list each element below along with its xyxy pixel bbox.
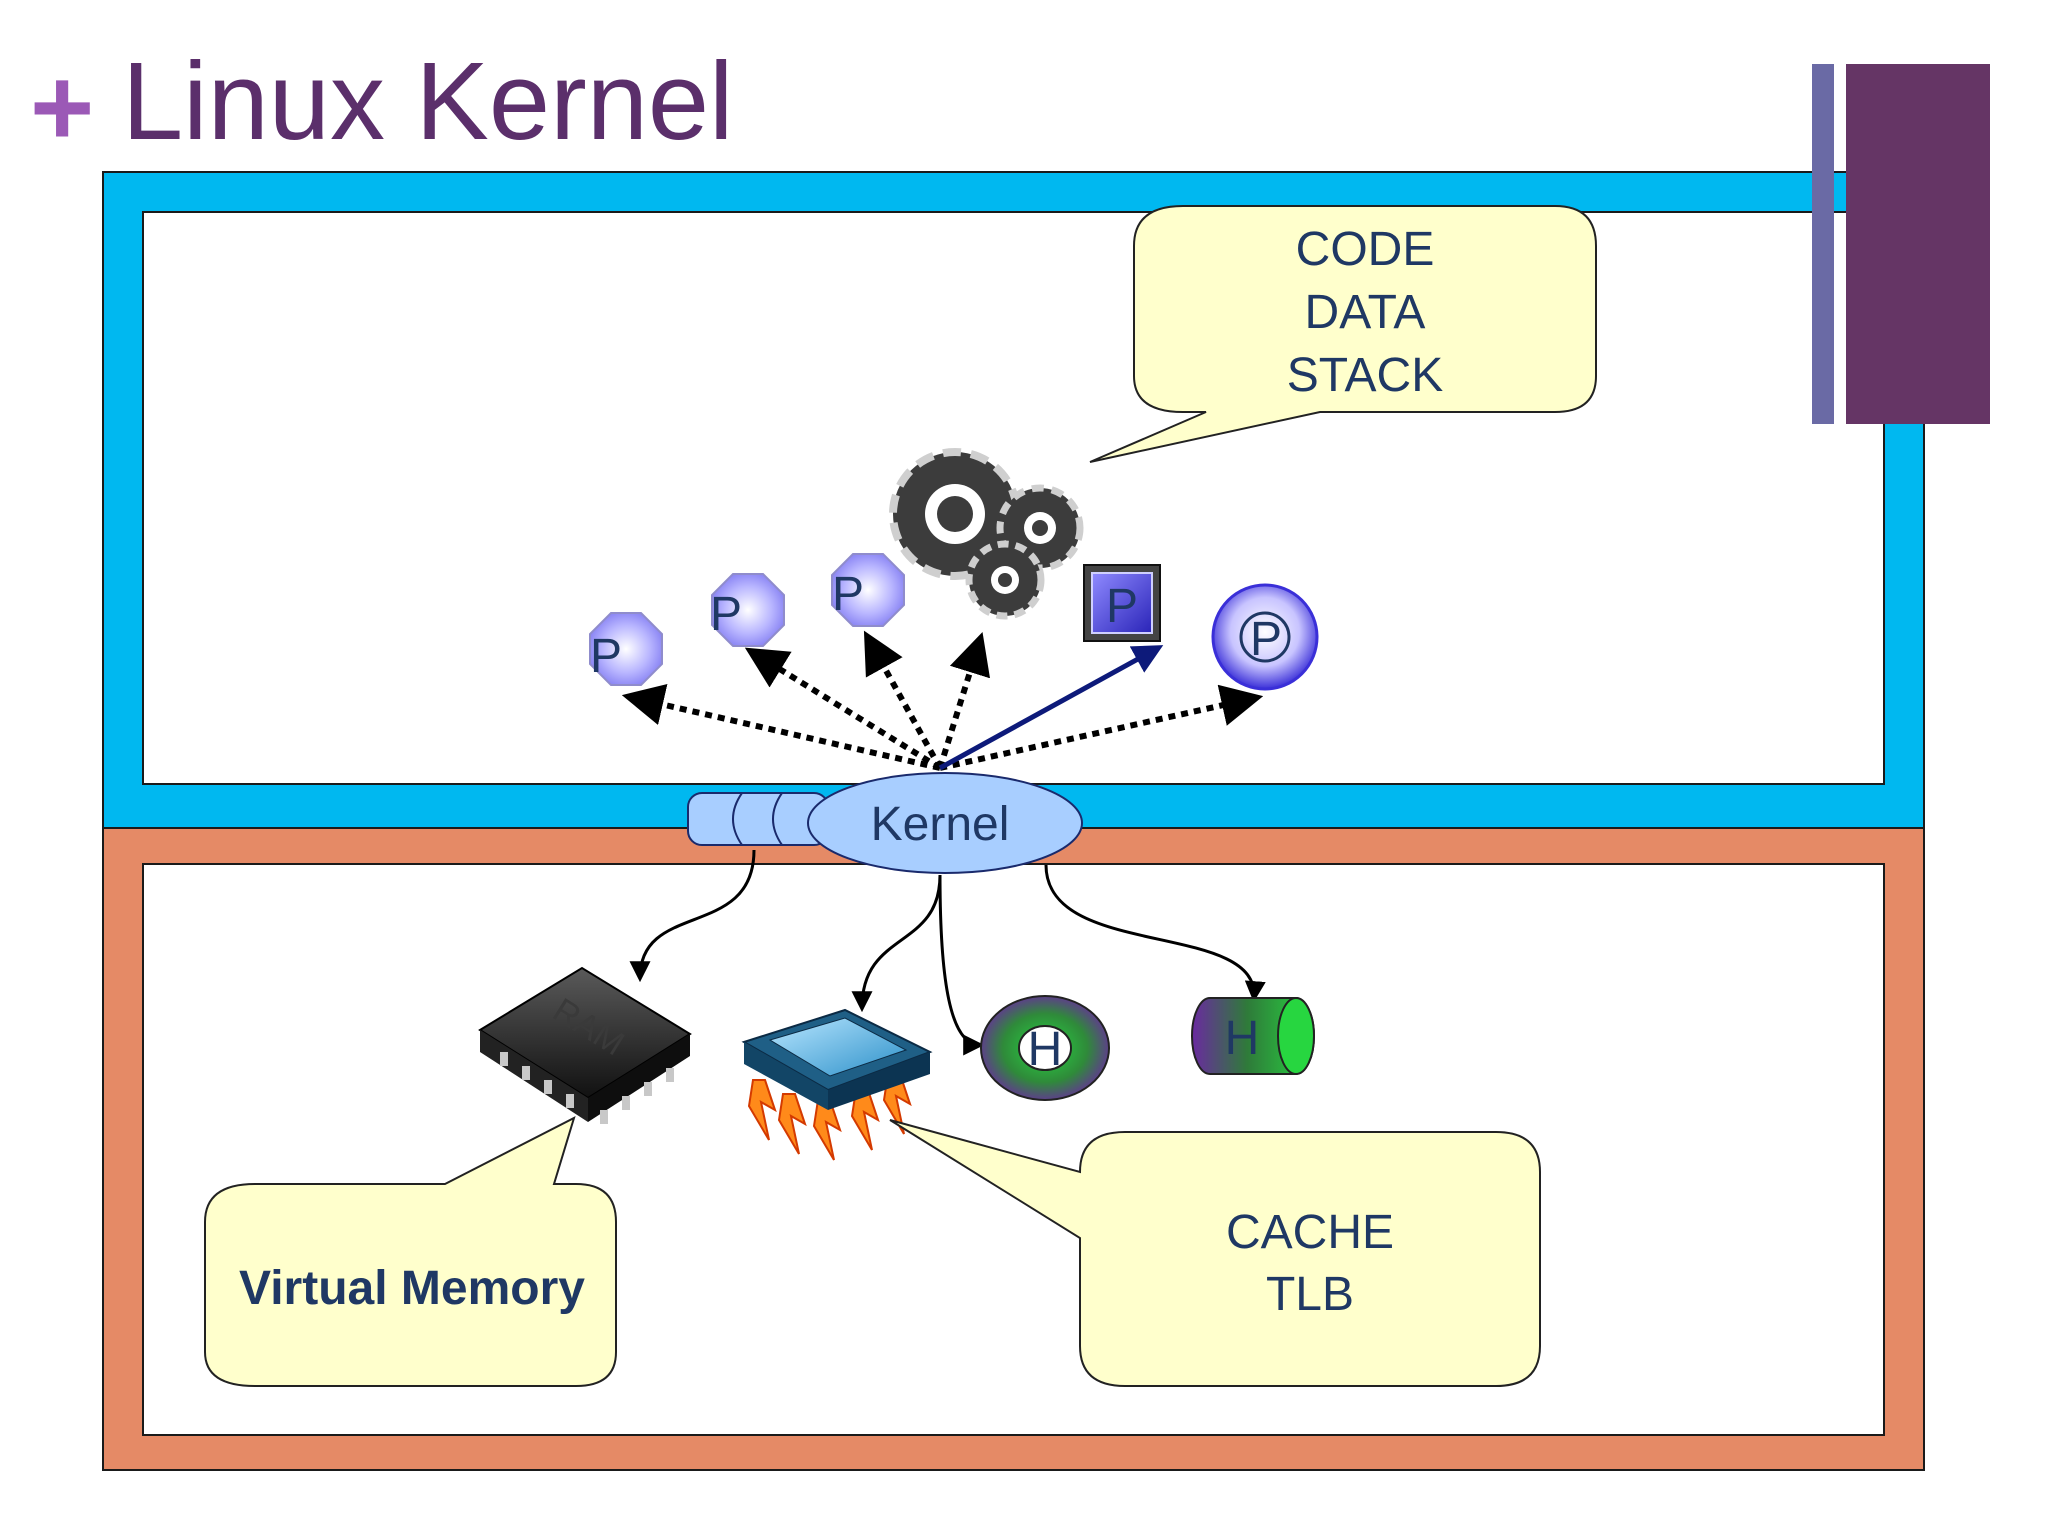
gears-icon [889, 448, 1084, 620]
accent-stripe-thin [1812, 64, 1834, 424]
process-callout-line-2: DATA [1305, 286, 1426, 339]
cpu-callout-line-2: TLB [1266, 1268, 1354, 1321]
process-icon-3: P [831, 553, 905, 627]
kernel-node: Kernel [687, 772, 1083, 874]
bullet-plus-icon: + [30, 46, 95, 169]
process-label-5: P [1250, 613, 1282, 666]
kernel-label: Kernel [871, 798, 1010, 851]
ram-chip-icon: RAM [478, 966, 692, 1124]
process-callout-line-1: CODE [1296, 223, 1435, 276]
process-callout [1089, 205, 1597, 463]
process-icon-5: P [1211, 583, 1319, 691]
cpu-callout [889, 1119, 1541, 1387]
process-icon-1: P [589, 612, 663, 686]
slide-title: Linux Kernel [122, 40, 734, 163]
cpu-callout-line-1: CACHE [1226, 1206, 1394, 1259]
hardware-disc-icon: H [980, 995, 1110, 1101]
process-label-1: P [590, 630, 622, 683]
process-arrows [621, 630, 1264, 771]
hardware-label-2: H [1225, 1012, 1260, 1065]
process-callout-line-3: STACK [1287, 349, 1443, 402]
cpu-chip-icon [741, 1008, 933, 1161]
hardware-label-1: H [1028, 1023, 1063, 1076]
process-icon-4-selected: P [1083, 564, 1161, 642]
process-icon-2: P [710, 573, 785, 647]
process-label-2: P [710, 588, 742, 641]
accent-stripe-thick [1846, 64, 1990, 424]
memory-callout [204, 1116, 617, 1387]
hardware-arrows [629, 849, 1266, 1056]
process-label-4: P [1106, 580, 1138, 633]
hardware-cylinder-icon: H [1191, 997, 1315, 1075]
memory-callout-text: Virtual Memory [239, 1262, 585, 1315]
process-label-3: P [832, 568, 864, 621]
